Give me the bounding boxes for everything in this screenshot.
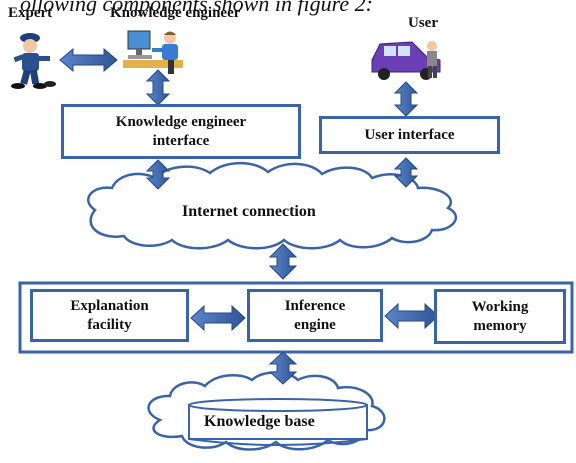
inference-line1: Inference <box>284 297 346 314</box>
knowledge-base-label: Knowledge base <box>204 413 315 430</box>
user-label: User <box>408 15 438 31</box>
ke-interface-line1: Knowledge engineer <box>115 113 247 130</box>
arrow-ke-to-interface <box>145 69 171 106</box>
expert-label: Expert <box>8 5 53 21</box>
working-memory-box: Working memory <box>434 289 566 344</box>
user-interface-box: User interface <box>319 116 500 154</box>
inference-line2: engine <box>294 316 336 333</box>
knowledge-engineer-label: Knowledge engineer <box>110 5 241 21</box>
figure-caption: ollowing components shown in figure 2: <box>20 0 374 16</box>
engineer-computer-icon <box>123 30 183 74</box>
knowledge-engineer-interface-box: Knowledge engineer interface <box>61 104 301 159</box>
working-line2: memory <box>473 317 527 334</box>
arrow-user-to-interface <box>393 81 419 117</box>
explanation-line2: facility <box>87 316 132 333</box>
arrow-cloud-to-engine <box>268 243 298 280</box>
ke-interface-line2: interface <box>152 132 210 149</box>
arrow-ke-interface-to-cloud <box>145 159 171 190</box>
explanation-facility-box: Explanation facility <box>30 289 189 342</box>
user-interface-label: User interface <box>364 126 455 143</box>
inference-engine-box: Inference engine <box>247 289 383 342</box>
explanation-line1: Explanation <box>70 297 149 314</box>
user-car-icon <box>371 41 441 80</box>
arrow-user-interface-to-cloud <box>393 157 419 188</box>
internet-cloud <box>87 161 457 250</box>
arrow-expert-to-engineer <box>59 47 118 73</box>
arrow-explanation-to-inference <box>190 304 246 332</box>
working-line1: Working <box>471 298 529 315</box>
arrow-engine-to-knowledge-base <box>268 351 298 385</box>
engine-container <box>18 281 574 354</box>
database-cylinder-icon <box>188 398 368 446</box>
arrow-inference-to-working-memory <box>384 302 439 330</box>
expert-figure-icon <box>11 33 56 89</box>
internet-connection-label: Internet connection <box>182 203 316 220</box>
